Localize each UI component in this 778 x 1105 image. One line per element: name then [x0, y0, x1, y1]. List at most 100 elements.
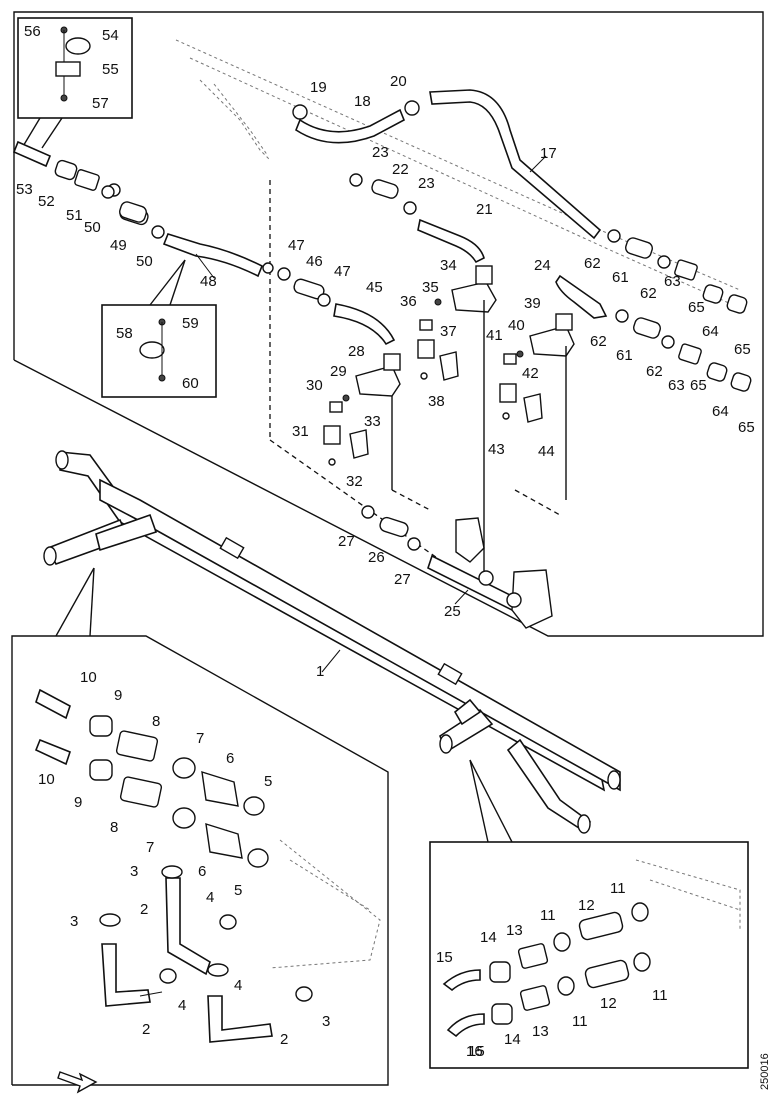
callout-label: 10 [38, 771, 55, 788]
callout-label: 9 [114, 687, 122, 704]
callout-label: 65 [688, 299, 705, 316]
clamp-mid-parts [139, 318, 166, 382]
callout-label: 50 [84, 219, 101, 236]
callout-label: 4 [206, 889, 214, 906]
callout-label: 28 [348, 343, 365, 360]
callout-label: 46 [306, 253, 323, 270]
callout-label: 60 [182, 375, 199, 392]
callout-label: 34 [440, 257, 457, 274]
callout-label: 11 [572, 1013, 588, 1030]
bottom-left-parts [34, 688, 313, 1043]
left-hose-chain [12, 140, 147, 223]
distribution-manifold [391, 300, 567, 629]
callout-label: 33 [364, 413, 381, 430]
callout-label: 6 [226, 750, 234, 767]
callout-label: 2 [280, 1031, 288, 1048]
callout-label: 6 [198, 863, 206, 880]
callout-label: 23 [418, 175, 435, 192]
callout-label: 5 [234, 882, 242, 899]
callout-label: 14 [480, 929, 497, 946]
callout-label: 3 [70, 913, 78, 930]
callout-label: 62 [584, 255, 601, 272]
clamp-top-parts [55, 26, 91, 102]
callout-label: 16 [466, 1043, 483, 1060]
callout-label: 56 [24, 23, 41, 40]
callout-label: 13 [532, 1023, 549, 1040]
callout-label: 55 [102, 61, 119, 78]
callout-label: 63 [668, 377, 685, 394]
callout-label: 43 [488, 441, 505, 458]
inset-bottom-right [429, 759, 749, 1069]
callout-label: 38 [428, 393, 445, 410]
callout-label: 12 [578, 897, 595, 914]
dashed-guides [269, 180, 561, 561]
leader-lines [139, 155, 547, 997]
callout-label: 31 [292, 423, 309, 440]
callout-label: 11 [540, 907, 556, 924]
callout-label: 12 [600, 995, 617, 1012]
callout-label: 61 [612, 269, 629, 286]
callout-label: 3 [130, 863, 138, 880]
callout-label: 50 [136, 253, 153, 270]
callout-label: 13 [506, 922, 523, 939]
callout-label: 18 [354, 93, 371, 110]
callout-label: 62 [590, 333, 607, 350]
callout-label: 11 [610, 880, 626, 897]
callout-label: 4 [234, 977, 242, 994]
callout-label: 27 [394, 571, 411, 588]
upper-panel [13, 11, 764, 637]
callout-label: 23 [372, 144, 389, 161]
callout-label: 40 [508, 317, 525, 334]
callout-label: 65 [690, 377, 707, 394]
callout-label: 4 [178, 997, 186, 1014]
callout-label: 2 [140, 901, 148, 918]
callout-label: 3 [322, 1013, 330, 1030]
callout-label: 39 [524, 295, 541, 312]
callout-label: 64 [702, 323, 719, 340]
callout-label: 64 [712, 403, 729, 420]
bottom-right-parts [442, 902, 651, 1038]
callout-label: 20 [390, 73, 407, 90]
main-pipe-frame [43, 450, 621, 834]
callout-label: 11 [652, 987, 668, 1004]
callout-label: 54 [102, 27, 119, 44]
valve-fittings [323, 265, 575, 466]
callout-label: 5 [264, 773, 272, 790]
callout-label: 29 [330, 363, 347, 380]
callout-label: 62 [640, 285, 657, 302]
document-id: 250016 [759, 1053, 771, 1090]
callout-label: 9 [74, 794, 82, 811]
callout-label: 17 [540, 145, 557, 162]
callout-label: 37 [440, 323, 457, 340]
callout-label: 57 [92, 95, 109, 112]
callout-label: 41 [486, 327, 503, 344]
forward-arrow-icon [57, 1071, 98, 1094]
callout-label: 51 [66, 207, 83, 224]
upper-hose-assembly [107, 89, 608, 551]
callout-label: 59 [182, 315, 199, 332]
right-hose-chains [607, 229, 752, 392]
callout-label: 22 [392, 161, 409, 178]
callout-label: 14 [504, 1031, 521, 1048]
callout-label: 25 [444, 603, 461, 620]
callout-label: 45 [366, 279, 383, 296]
callout-label: 35 [422, 279, 439, 296]
callout-label: 10 [80, 669, 97, 686]
callout-label: 42 [522, 365, 539, 382]
callout-label: 63 [664, 273, 681, 290]
callout-label: 15 [468, 1043, 485, 1060]
callout-label: 58 [116, 325, 133, 342]
callout-label: 30 [306, 377, 323, 394]
callout-label: 2 [142, 1021, 150, 1038]
callout-label: 53 [16, 181, 33, 198]
callout-label: 49 [110, 237, 127, 254]
callout-label: 19 [310, 79, 327, 96]
callout-label: 1 [316, 663, 324, 680]
callout-label: 24 [534, 257, 551, 274]
callout-label: 47 [334, 263, 351, 280]
callout-label: 26 [368, 549, 385, 566]
callout-label: 48 [200, 273, 217, 290]
ghost-background-pipes [175, 39, 741, 969]
